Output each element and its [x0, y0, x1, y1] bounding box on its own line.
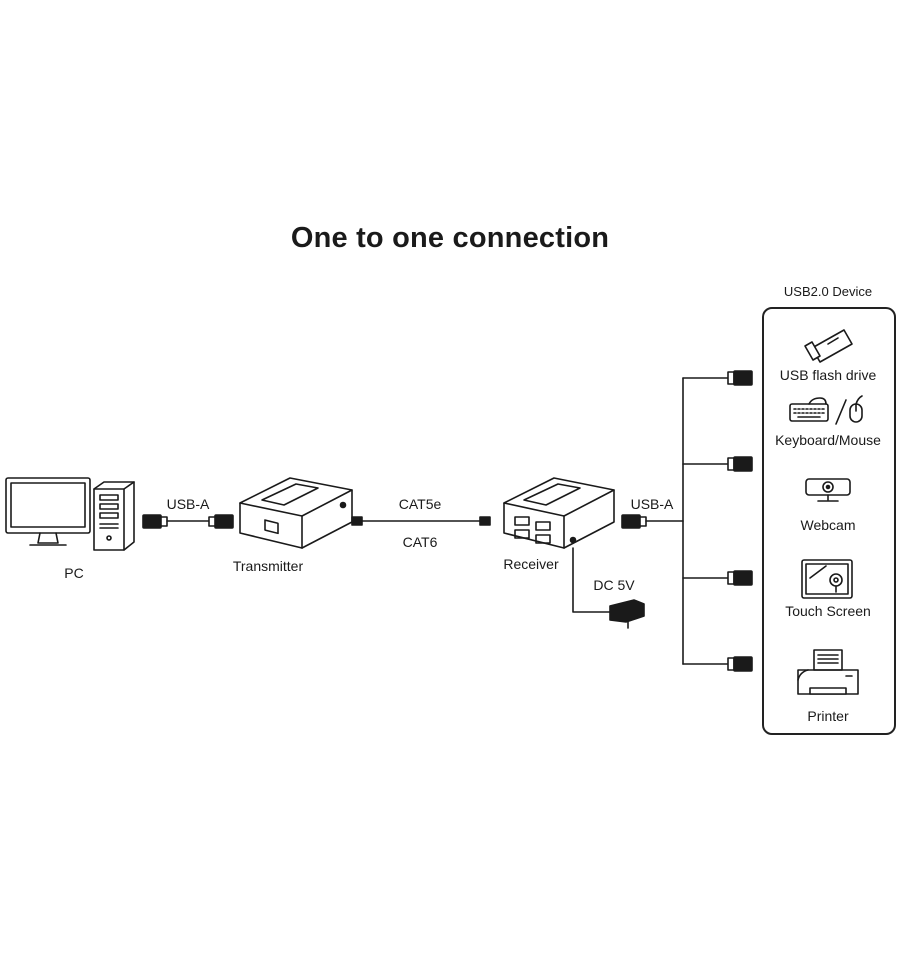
transmitter-box	[239, 477, 353, 549]
device-label-touch-screen: Touch Screen	[785, 603, 871, 619]
usb-a-right-label: USB-A	[630, 496, 674, 512]
device-label-webcam: Webcam	[800, 517, 856, 533]
usb-hub-branches	[682, 370, 753, 672]
receiver-label: Receiver	[503, 556, 559, 572]
touch-screen-icon	[801, 559, 853, 599]
pc-label: PC	[64, 565, 84, 581]
usb-cable-left	[142, 514, 234, 529]
pc-tower-icon	[93, 481, 135, 551]
usb-device-panel	[762, 307, 896, 735]
device-label-keyboard-mouse: Keyboard/Mouse	[775, 432, 881, 448]
cat5e-label: CAT5e	[398, 496, 442, 512]
power-cable	[572, 547, 645, 629]
device-label-usb-flash-drive: USB flash drive	[779, 367, 877, 383]
printer-icon	[797, 649, 859, 695]
dc5v-label: DC 5V	[593, 577, 635, 593]
usb-flash-drive-icon	[804, 329, 853, 363]
keyboard-mouse-icon	[789, 395, 863, 425]
pc-monitor-icon	[5, 477, 91, 546]
usb-cable-right	[621, 514, 684, 529]
usb-a-left-label: USB-A	[166, 496, 210, 512]
device-panel-heading: USB2.0 Device	[783, 284, 873, 299]
network-cable	[351, 516, 491, 526]
transmitter-label: Transmitter	[232, 558, 304, 574]
webcam-icon	[805, 478, 851, 502]
device-label-printer: Printer	[807, 708, 849, 724]
cat6-label: CAT6	[402, 534, 438, 550]
page-title: One to one connection	[290, 222, 610, 254]
receiver-box	[503, 477, 615, 549]
